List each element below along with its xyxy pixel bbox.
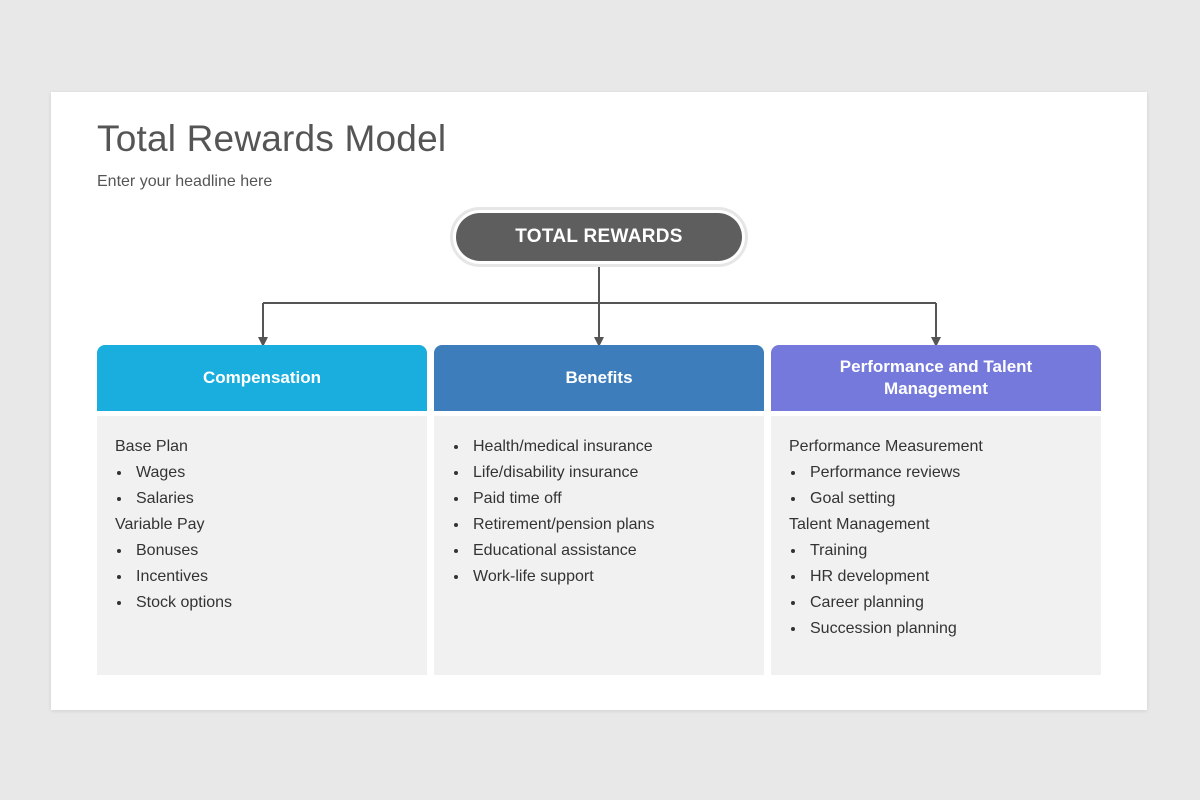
column-header-compensation: Compensation xyxy=(97,345,427,411)
column-header-performance-talent: Performance and Talent Management xyxy=(771,345,1101,411)
section-label: Base Plan xyxy=(115,438,188,455)
section-label: Talent Management xyxy=(789,516,930,533)
bullet-item: Paid time off xyxy=(452,486,754,512)
bullet-item: Salaries xyxy=(115,486,417,512)
column-performance-talent: Performance and Talent Management Perfor… xyxy=(771,345,1101,675)
bullet-item: Career planning xyxy=(789,590,1091,616)
bullet-item: Succession planning xyxy=(789,616,1091,642)
bullet-item: Work-life support xyxy=(452,564,754,590)
slide-title: Total Rewards Model xyxy=(97,118,447,159)
bullet-item: Health/medical insurance xyxy=(452,434,754,460)
bullet-item: Wages xyxy=(115,460,417,486)
root-node-label: TOTAL REWARDS xyxy=(456,213,742,261)
section-label: Variable Pay xyxy=(115,516,205,533)
bullet-item: Training xyxy=(789,538,1091,564)
bullet-item: Stock options xyxy=(115,590,417,616)
bullet-item: HR development xyxy=(789,564,1091,590)
root-node: TOTAL REWARDS xyxy=(450,207,748,267)
bullet-item: Retirement/pension plans xyxy=(452,512,754,538)
bullet-item: Incentives xyxy=(115,564,417,590)
slide: Total Rewards Model Enter your headline … xyxy=(51,92,1147,710)
bullet-item: Bonuses xyxy=(115,538,417,564)
bullet-item: Educational assistance xyxy=(452,538,754,564)
bullet-item: Performance reviews xyxy=(789,460,1091,486)
bullet-item: Goal setting xyxy=(789,486,1091,512)
bullet-item: Life/disability insurance xyxy=(452,460,754,486)
slide-subtitle: Enter your headline here xyxy=(97,173,273,190)
section-label: Performance Measurement xyxy=(789,438,983,455)
column-header-benefits: Benefits xyxy=(434,345,764,411)
